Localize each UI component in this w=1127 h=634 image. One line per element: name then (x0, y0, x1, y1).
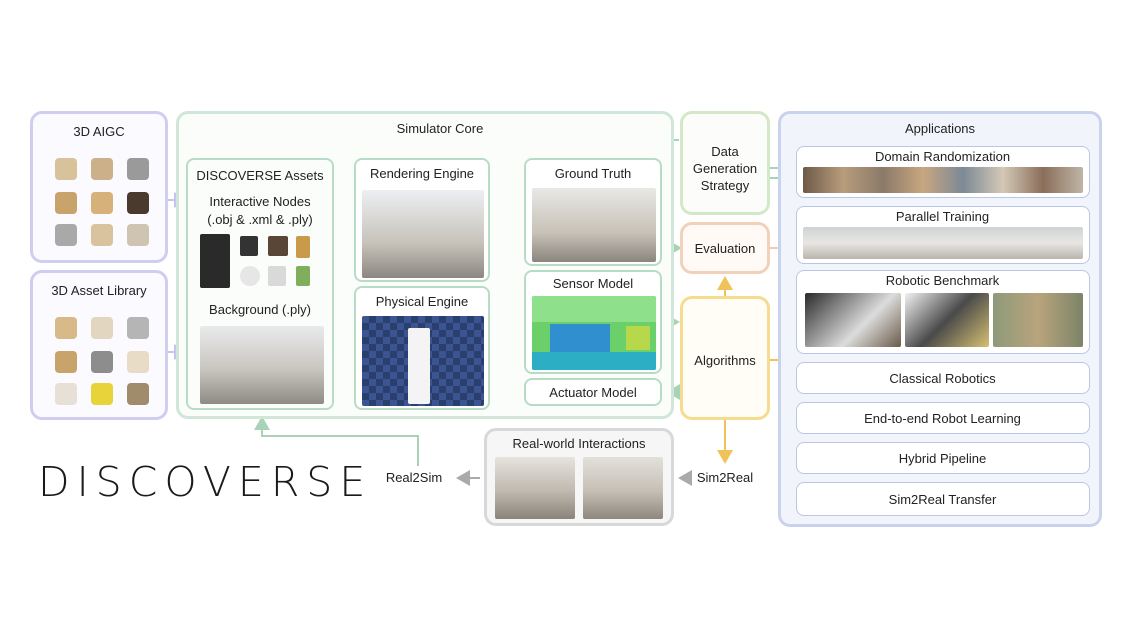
data-generation-line: Strategy (700, 178, 750, 193)
real2sim-label: Real2Sim (385, 470, 443, 485)
segmentation-region (532, 296, 656, 322)
asset-thumb (91, 351, 113, 373)
app-label: Sim2Real Transfer (888, 492, 997, 507)
asset-thumb (55, 383, 77, 405)
sensor-model-title: Sensor Model (552, 276, 634, 291)
evaluation-box: Evaluation (680, 222, 770, 274)
domain-randomization-strip (803, 167, 1083, 193)
furniture-thumb (91, 192, 113, 214)
segmentation-image (532, 296, 656, 370)
data-generation-line: Data (711, 144, 739, 159)
segmentation-region (532, 352, 656, 370)
rendering-engine-title: Rendering Engine (369, 166, 475, 181)
asset-thumb (127, 383, 149, 405)
interactive-object-image (240, 236, 258, 256)
discoverse-logo: DISCOVERSE (38, 458, 373, 506)
rendering-scene-image (362, 190, 484, 278)
app-robotic-benchmark: Robotic Benchmark (796, 270, 1090, 354)
app-label: Classical Robotics (889, 371, 996, 386)
sensor-model-box: Sensor Model (524, 270, 662, 374)
actuator-model-box: Actuator Model (524, 378, 662, 406)
ground-truth-title: Ground Truth (554, 166, 632, 181)
interactive-nodes-label: Interactive Nodes (209, 194, 311, 209)
data-generation-line: Generation (692, 161, 758, 176)
app-domain-randomization: Domain Randomization (796, 146, 1090, 198)
assets-title: DISCOVERSE Assets (196, 168, 324, 183)
real-world-panel: Real-world Interactions (484, 428, 674, 526)
ground-truth-image (532, 188, 656, 262)
app-hybrid-pipeline: Hybrid Pipeline (796, 442, 1090, 474)
real-world-photo (495, 457, 575, 519)
physics-robot-image (408, 328, 430, 404)
interactive-object-image (296, 266, 310, 286)
interactive-object-image (268, 266, 286, 286)
robot-arm-image (200, 234, 230, 288)
actuator-model-title: Actuator Model (549, 385, 637, 400)
background-scene-image (200, 326, 324, 404)
physical-engine-box: Physical Engine (354, 286, 490, 410)
benchmark-image (805, 293, 901, 347)
real-world-title: Real-world Interactions (512, 436, 646, 451)
asset-thumb (127, 317, 149, 339)
algorithms-box: Algorithms (680, 296, 770, 420)
segmentation-region (626, 326, 650, 350)
aigc-title: 3D AIGC (73, 124, 125, 139)
benchmark-image (993, 293, 1083, 347)
asset-thumb (127, 351, 149, 373)
sim2real-label: Sim2Real (696, 470, 754, 485)
app-label: Hybrid Pipeline (898, 451, 987, 466)
simulator-core-title: Simulator Core (396, 121, 484, 136)
benchmark-image (905, 293, 989, 347)
interactive-object-image (296, 236, 310, 258)
furniture-thumb (127, 158, 149, 180)
ground-truth-box: Ground Truth (524, 158, 662, 266)
rendering-engine-box: Rendering Engine (354, 158, 490, 282)
interactive-object-image (240, 266, 260, 286)
assets-box: DISCOVERSE Assets Interactive Nodes (.ob… (186, 158, 334, 410)
furniture-thumb (127, 224, 149, 246)
app-sim2real-transfer: Sim2Real Transfer (796, 482, 1090, 516)
asset-thumb (55, 351, 77, 373)
interactive-formats-label: (.obj & .xml & .ply) (207, 212, 313, 227)
app-label: Parallel Training (895, 209, 990, 224)
furniture-thumb (55, 158, 77, 180)
asset-thumb (55, 317, 77, 339)
physical-engine-title: Physical Engine (375, 294, 469, 309)
furniture-thumb (91, 224, 113, 246)
app-label: Domain Randomization (874, 149, 1011, 164)
furniture-thumb (55, 192, 77, 214)
app-classical-robotics: Classical Robotics (796, 362, 1090, 394)
evaluation-label: Evaluation (694, 241, 756, 256)
furniture-thumb (55, 224, 77, 246)
data-generation-box: Data Generation Strategy (680, 111, 770, 215)
real-world-photo (583, 457, 663, 519)
app-end-to-end-learning: End-to-end Robot Learning (796, 402, 1090, 434)
background-label: Background (.ply) (209, 302, 311, 317)
app-parallel-training: Parallel Training (796, 206, 1090, 264)
aigc-panel: 3D AIGC (30, 111, 168, 263)
furniture-thumb (127, 192, 149, 214)
asset-library-title: 3D Asset Library (51, 283, 147, 298)
interactive-object-image (268, 236, 288, 256)
asset-thumb (91, 383, 113, 405)
parallel-training-strip (803, 227, 1083, 259)
algorithms-label: Algorithms (694, 353, 756, 368)
app-label: Robotic Benchmark (885, 273, 1000, 288)
asset-library-panel: 3D Asset Library (30, 270, 168, 420)
furniture-thumb (91, 158, 113, 180)
app-label: End-to-end Robot Learning (864, 411, 1021, 426)
applications-title: Applications (904, 121, 976, 136)
asset-thumb (91, 317, 113, 339)
